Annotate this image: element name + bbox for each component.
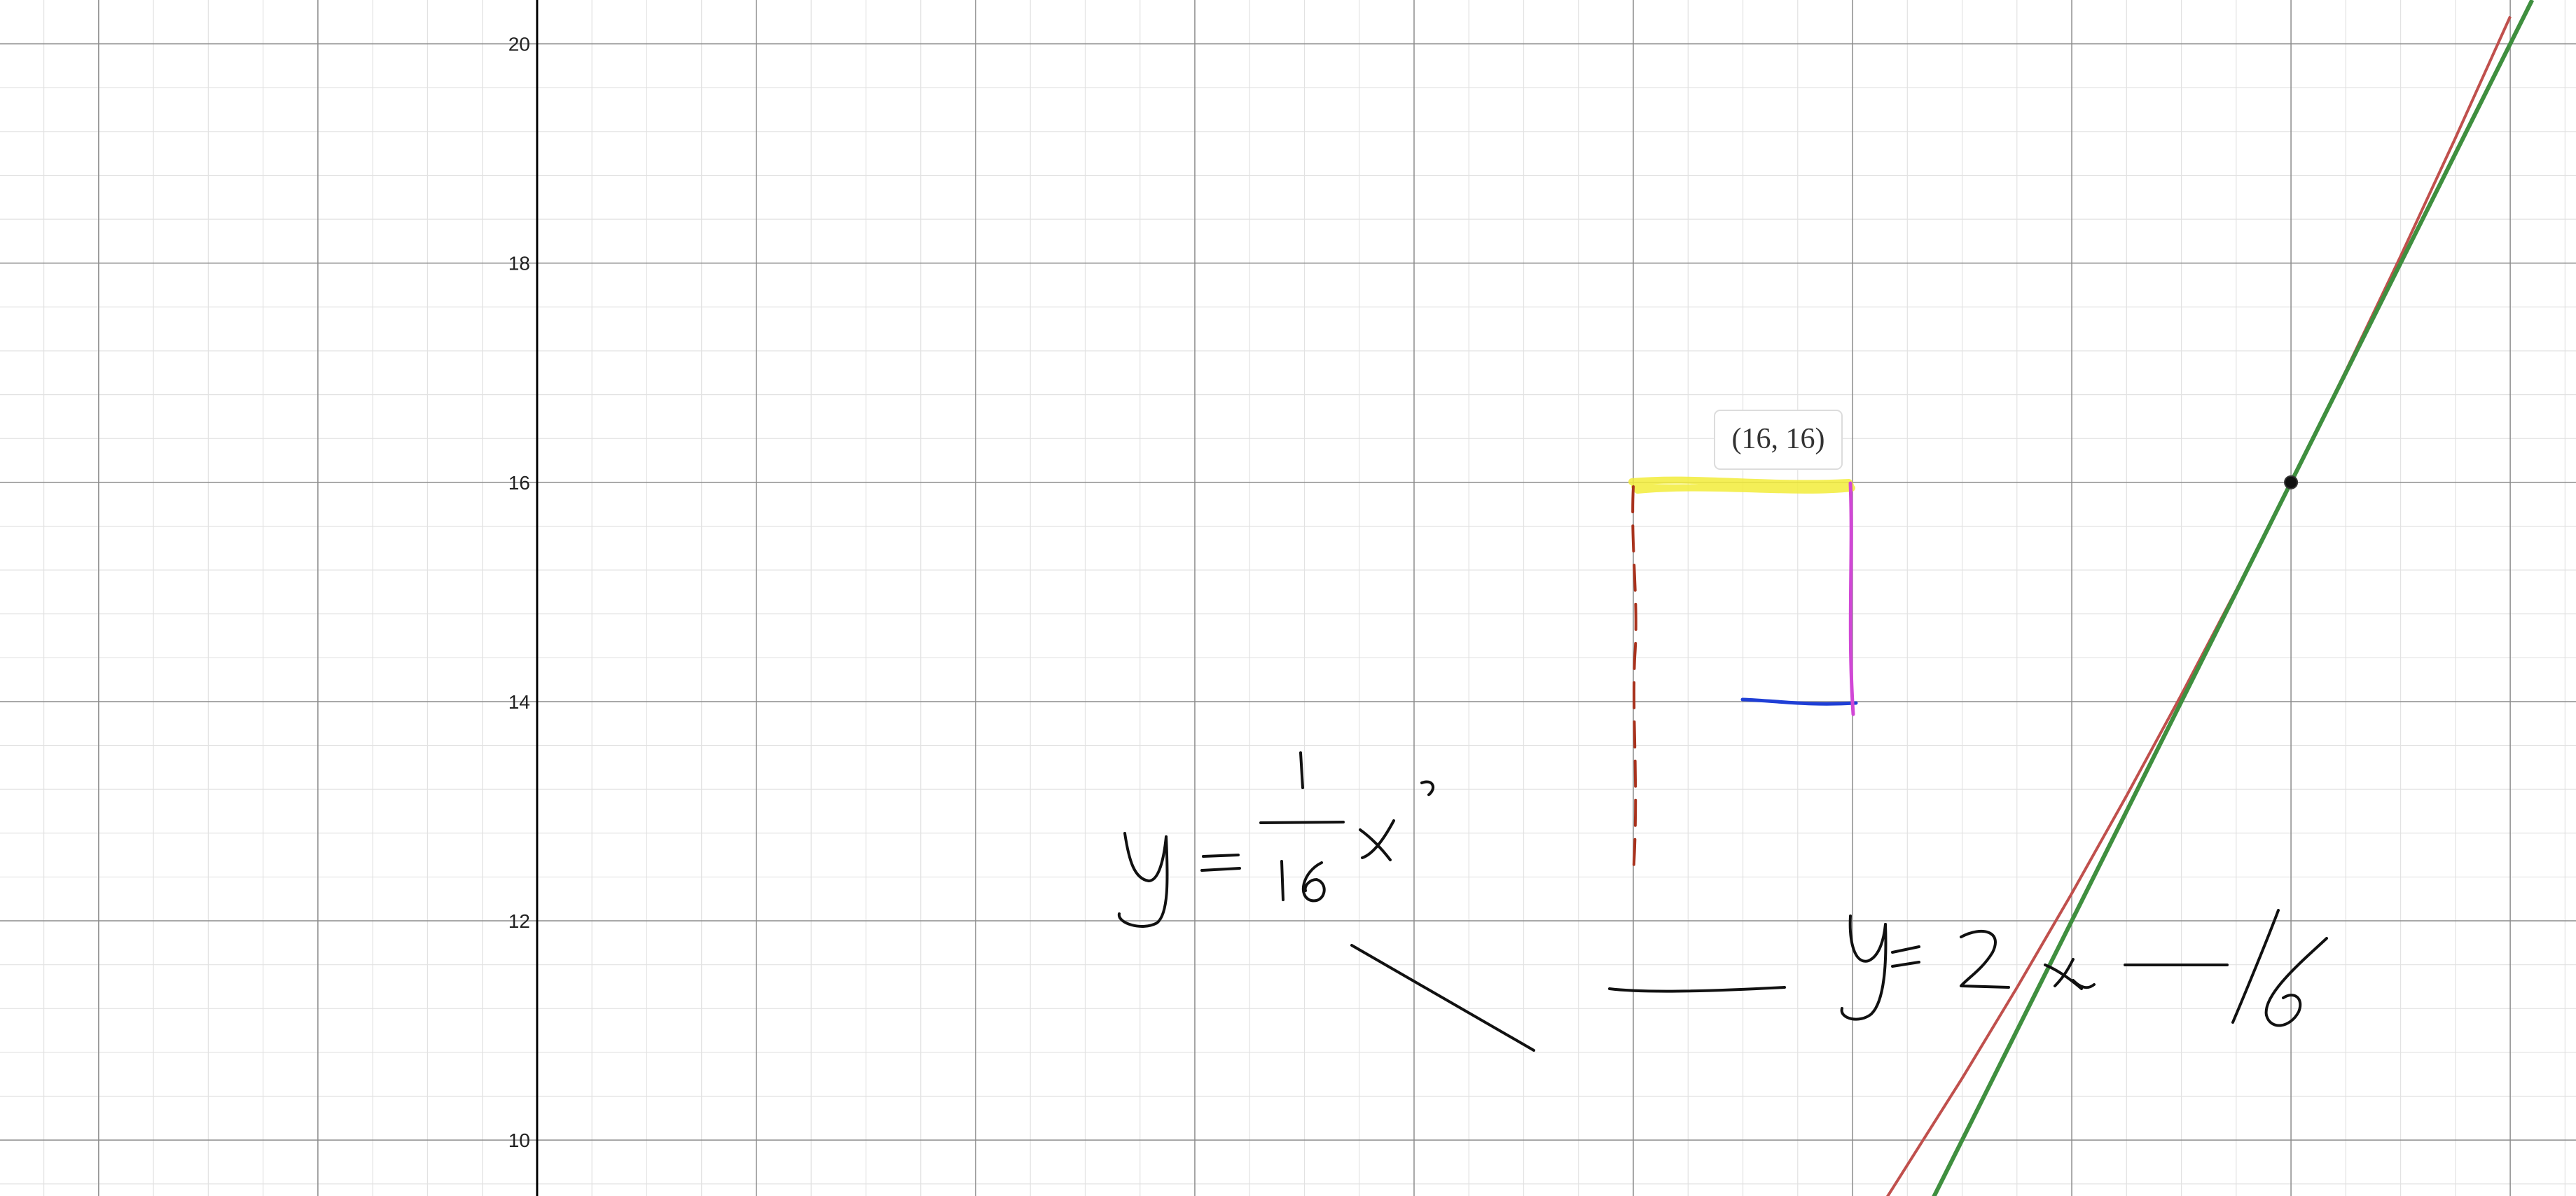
highlight-scribble bbox=[1628, 476, 1855, 494]
point-label: (16, 16) bbox=[1714, 410, 1843, 470]
y-tick-label: 20 bbox=[508, 34, 530, 55]
point-marker[interactable] bbox=[2284, 475, 2299, 489]
y-tick-labels: 10 12 14 16 18 20 bbox=[508, 34, 530, 1152]
parabola-equation-handwriting bbox=[1117, 751, 1535, 1052]
point-label-text: (16, 16) bbox=[1732, 423, 1825, 455]
blue-horizontal-segment bbox=[1740, 697, 1858, 706]
y-tick-label: 18 bbox=[508, 253, 530, 274]
y-tick-label: 16 bbox=[508, 472, 530, 494]
y-tick-label: 12 bbox=[508, 910, 530, 932]
y-tick-label: 10 bbox=[508, 1129, 530, 1151]
y-tick-label: 14 bbox=[508, 691, 530, 713]
parabola-curve bbox=[1885, 15, 2512, 1196]
dashed-drop-line bbox=[1631, 485, 1637, 877]
tangent-equation-handwriting bbox=[1608, 909, 2328, 1027]
tangent-line bbox=[1932, 0, 2535, 1196]
magenta-vertical-segment bbox=[1848, 481, 1855, 716]
point-label-box bbox=[1714, 410, 1843, 470]
